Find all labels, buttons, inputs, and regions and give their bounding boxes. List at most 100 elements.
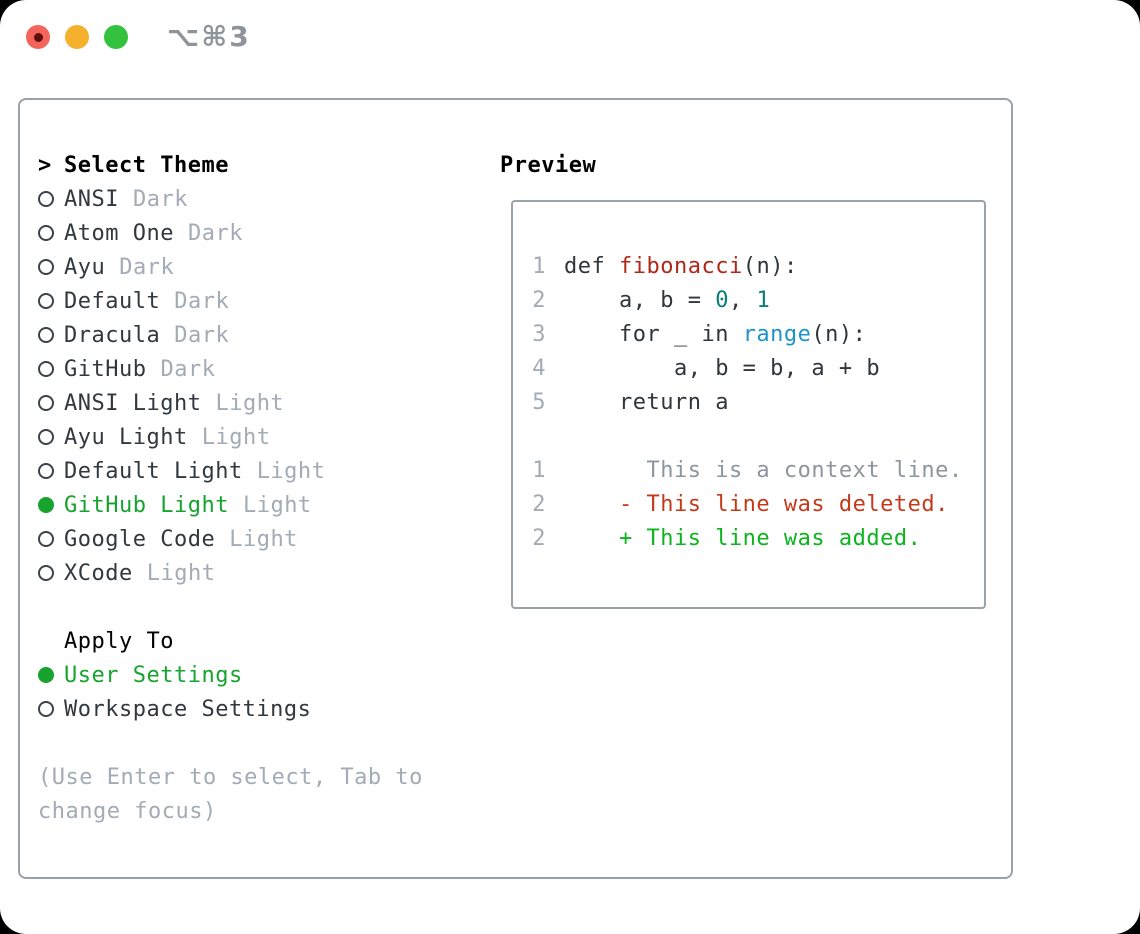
theme-variant-tag: Light bbox=[256, 458, 326, 484]
radio-circle-icon bbox=[38, 259, 54, 275]
code-text: for _ in range(n): bbox=[564, 322, 866, 347]
theme-variant-tag: Dark bbox=[132, 186, 188, 212]
radio-selected-icon bbox=[38, 667, 64, 683]
theme-name: Dracula bbox=[64, 322, 161, 348]
theme-name: ANSI Light bbox=[64, 390, 202, 416]
radio-unselected-icon bbox=[38, 293, 64, 309]
token-num: 0 bbox=[715, 288, 729, 313]
line-number: 1 bbox=[532, 254, 546, 279]
radio-unselected-icon bbox=[38, 259, 64, 275]
theme-variant-tag: Light bbox=[229, 526, 298, 552]
theme-option-github[interactable]: GitHub Dark bbox=[38, 352, 488, 386]
theme-variant-tag: Dark bbox=[160, 356, 216, 382]
theme-name: Google Code bbox=[64, 526, 216, 552]
token-code: , bbox=[728, 288, 757, 313]
code-text: def fibonacci(n): bbox=[564, 254, 798, 279]
theme-option-dracula[interactable]: Dracula Dark bbox=[38, 318, 488, 352]
line-number: 5 bbox=[532, 390, 546, 415]
preview-header-row: Preview bbox=[500, 148, 995, 182]
close-window-button[interactable] bbox=[26, 25, 50, 49]
theme-variant-tag: Dark bbox=[174, 288, 230, 314]
radio-unselected-icon bbox=[38, 463, 64, 479]
radio-circle-icon bbox=[38, 395, 54, 411]
apply-option-label: Workspace Settings bbox=[64, 696, 312, 722]
token-code: a, b = b, a + b bbox=[564, 356, 881, 381]
spacer bbox=[38, 590, 488, 624]
line-number: 4 bbox=[532, 356, 546, 381]
token-deleted: - This line was deleted. bbox=[564, 492, 949, 517]
theme-variant-tag: Light bbox=[242, 492, 312, 518]
theme-name: Ayu bbox=[64, 254, 106, 280]
token-context: This is a context line. bbox=[564, 458, 963, 483]
radio-dot-icon bbox=[38, 497, 54, 513]
line-number: 1 bbox=[532, 458, 546, 483]
token-code: (n): bbox=[742, 254, 798, 279]
theme-name: Atom One bbox=[64, 220, 174, 246]
line-number: 2 bbox=[532, 526, 546, 551]
record-dot-icon bbox=[33, 32, 43, 42]
theme-option-ayu[interactable]: Ayu Dark bbox=[38, 250, 488, 284]
theme-variant-tag: Dark bbox=[174, 322, 230, 348]
theme-option-default-light[interactable]: Default Light Light bbox=[38, 454, 488, 488]
radio-unselected-icon bbox=[38, 531, 64, 547]
code-text: return a bbox=[564, 390, 729, 415]
code-text: a, b = 0, 1 bbox=[564, 288, 770, 313]
token-code: for _ in bbox=[564, 322, 743, 347]
token-builtin: range bbox=[742, 322, 812, 347]
zoom-window-button[interactable] bbox=[104, 25, 128, 49]
code-line: 2 a, b = 0, 1 bbox=[532, 284, 984, 318]
theme-option-xcode[interactable]: XCode Light bbox=[38, 556, 488, 590]
apply-option-workspace-settings[interactable]: Workspace Settings bbox=[38, 692, 488, 726]
window-title: ⌥⌘3 bbox=[167, 20, 251, 53]
radio-circle-icon bbox=[38, 327, 54, 343]
apply-option-user-settings[interactable]: User Settings bbox=[38, 658, 488, 692]
code-line: 3 for _ in range(n): bbox=[532, 318, 984, 352]
theme-option-ansi[interactable]: ANSI Dark bbox=[38, 182, 488, 216]
code-text: - This line was deleted. bbox=[564, 492, 949, 517]
theme-name: ANSI bbox=[64, 186, 119, 212]
select-theme-header-row: > Select Theme bbox=[38, 148, 488, 182]
theme-variant-tag: Light bbox=[146, 560, 216, 586]
preview-header: Preview bbox=[500, 152, 597, 178]
code-line bbox=[532, 420, 984, 454]
radio-unselected-icon bbox=[38, 395, 64, 411]
code-text: This is a context line. bbox=[564, 458, 963, 483]
select-theme-header: Select Theme bbox=[64, 152, 229, 178]
theme-name: XCode bbox=[64, 560, 133, 586]
minimize-window-button[interactable] bbox=[65, 25, 89, 49]
radio-unselected-icon bbox=[38, 191, 64, 207]
code-line: 1 def fibonacci(n): bbox=[532, 250, 984, 284]
theme-option-google-code[interactable]: Google Code Light bbox=[38, 522, 488, 556]
code-line: 2 - This line was deleted. bbox=[532, 488, 984, 522]
radio-dot-icon bbox=[38, 667, 54, 683]
token-code: a, b = bbox=[564, 288, 716, 313]
radio-circle-icon bbox=[38, 429, 54, 445]
theme-name: Default Light bbox=[64, 458, 243, 484]
code-text: a, b = b, a + b bbox=[564, 356, 880, 381]
line-number: 2 bbox=[532, 288, 546, 313]
apply-option-label: User Settings bbox=[64, 662, 243, 688]
radio-circle-icon bbox=[38, 225, 54, 241]
radio-circle-icon bbox=[38, 463, 54, 479]
token-code: def bbox=[564, 254, 619, 279]
theme-variant-tag: Dark bbox=[119, 254, 175, 280]
radio-circle-icon bbox=[38, 361, 54, 377]
radio-unselected-icon bbox=[38, 565, 64, 581]
theme-name: GitHub bbox=[64, 356, 147, 382]
hint-line-1: (Use Enter to select, Tab to bbox=[38, 764, 423, 790]
line-number: 3 bbox=[532, 322, 546, 347]
code-line: 5 return a bbox=[532, 386, 984, 420]
radio-circle-icon bbox=[38, 531, 54, 547]
